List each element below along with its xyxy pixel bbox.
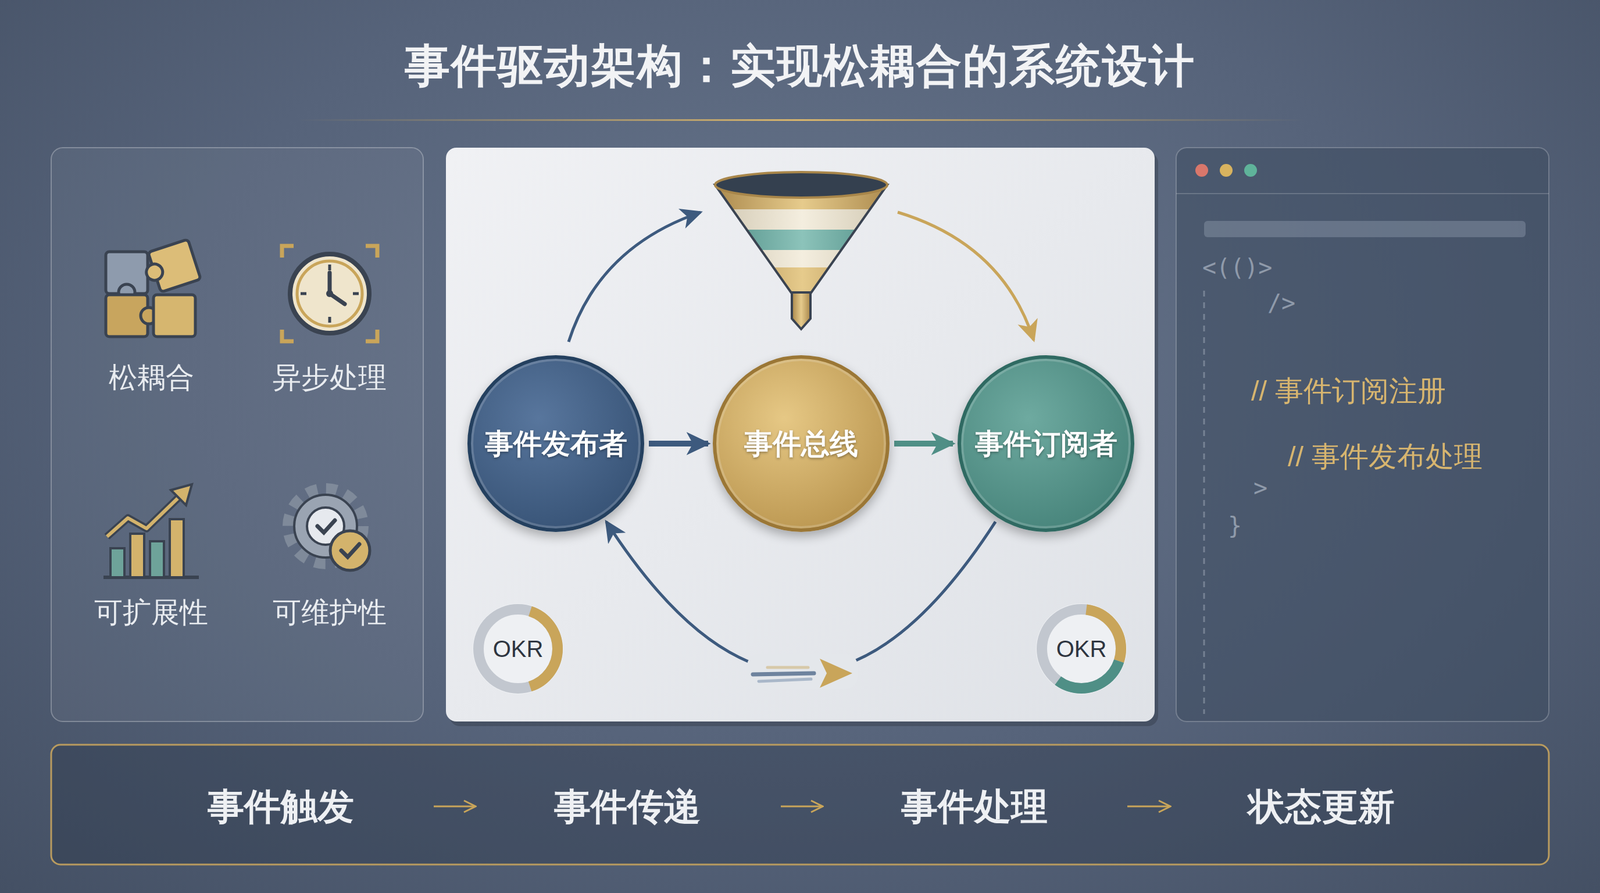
decoration — [709, 229, 896, 250]
code-token: <(()> — [1202, 254, 1273, 281]
decoration — [433, 805, 476, 808]
event-bus-circle: 事件总线 — [712, 355, 890, 532]
decoration — [106, 494, 182, 537]
decoration — [140, 239, 201, 295]
code-comment: // 事件订阅注册 — [1251, 374, 1446, 407]
decoration — [329, 272, 345, 305]
node-text: 事件订阅者 — [975, 427, 1118, 460]
decoration — [819, 658, 853, 688]
process-step: 事件触发 — [207, 785, 355, 828]
node-text: OKR — [493, 635, 544, 663]
decoration — [709, 250, 896, 268]
node-text: 事件总线 — [744, 427, 859, 460]
decoration — [317, 520, 335, 533]
decoration — [1204, 220, 1526, 238]
decoration — [281, 329, 294, 342]
ring-ground — [1036, 603, 1127, 695]
decoration — [328, 316, 332, 323]
decoration — [791, 292, 811, 330]
code-token: /> — [1267, 289, 1296, 317]
funnel-illustration — [709, 172, 896, 330]
decoration — [758, 679, 812, 682]
publisher-circle: 事件发布者 — [467, 355, 645, 532]
okr-ring: OKR — [471, 602, 565, 696]
flow-arrow — [894, 440, 953, 447]
code-comment: // 事件发布处理 — [1287, 440, 1483, 473]
code-token: } — [1227, 512, 1242, 539]
feature-label: 可维护性 — [272, 595, 387, 629]
decoration — [1203, 290, 1206, 714]
feedback-arrow — [606, 521, 996, 673]
decoration — [328, 264, 332, 271]
decoration — [1244, 163, 1257, 177]
decoration — [715, 172, 888, 198]
subscriber-circle: 事件订阅者 — [957, 355, 1135, 532]
decoration — [341, 544, 360, 557]
code-window — [1176, 147, 1549, 722]
ring-ground — [472, 603, 564, 695]
clock-icon — [281, 245, 378, 342]
node-text: 事件发布者 — [484, 427, 628, 460]
ring-segment — [1041, 609, 1121, 689]
decoration — [715, 184, 888, 294]
decoration — [281, 245, 294, 258]
code-token: > — [1253, 474, 1268, 502]
decoration — [1195, 163, 1209, 177]
feature-label: 异步处理 — [272, 361, 387, 394]
motion-arrow — [747, 654, 858, 689]
decoration — [1176, 147, 1549, 722]
decoration — [330, 530, 370, 571]
title-underline — [295, 119, 1306, 121]
decoration — [300, 264, 359, 323]
feature-panel — [51, 147, 424, 722]
decoration — [130, 533, 145, 578]
process-step: 状态更新 — [1248, 785, 1395, 828]
decoration — [110, 548, 125, 578]
decoration — [300, 292, 307, 296]
cycle-arc — [568, 212, 701, 342]
puzzle-icon — [105, 239, 201, 337]
feature-label: 松耦合 — [108, 361, 195, 394]
decoration — [326, 290, 334, 298]
decoration — [1176, 193, 1549, 195]
node-text: OKR — [1056, 635, 1107, 663]
decoration — [752, 673, 814, 675]
process-band — [51, 744, 1549, 865]
decoration — [767, 666, 809, 670]
decoration — [747, 654, 858, 689]
decoration — [281, 245, 378, 342]
decoration — [170, 484, 192, 506]
ring-segment — [478, 609, 558, 689]
okr-ring: OKR — [1034, 602, 1128, 696]
decoration — [365, 329, 378, 342]
decoration — [352, 292, 359, 296]
cycle-arc — [897, 212, 1034, 341]
diagram-panel — [445, 147, 1155, 722]
decoration — [290, 254, 370, 334]
decoration — [153, 294, 196, 337]
band-arrows — [433, 805, 1171, 808]
decoration — [106, 494, 182, 537]
decoration — [1127, 805, 1171, 808]
decoration — [144, 261, 165, 282]
ring-segment — [1041, 609, 1121, 689]
feature-label: 可扩展性 — [94, 595, 209, 629]
gear-check-icon — [289, 490, 370, 571]
decoration — [365, 245, 378, 258]
decoration — [709, 184, 896, 297]
decoration — [150, 541, 164, 578]
decoration — [297, 261, 363, 327]
process-step: 事件处理 — [901, 785, 1048, 828]
flow-arrow — [648, 440, 709, 447]
process-step: 事件传递 — [554, 785, 701, 828]
title: 事件驱动架构：实现松耦合的系统设计 — [404, 40, 1196, 93]
ring-segment — [478, 609, 558, 689]
decoration — [780, 805, 823, 808]
growth-chart-icon — [103, 484, 199, 578]
ring-segment — [1041, 609, 1121, 689]
decoration — [169, 519, 184, 578]
decoration — [1219, 163, 1233, 177]
decoration — [289, 490, 362, 563]
